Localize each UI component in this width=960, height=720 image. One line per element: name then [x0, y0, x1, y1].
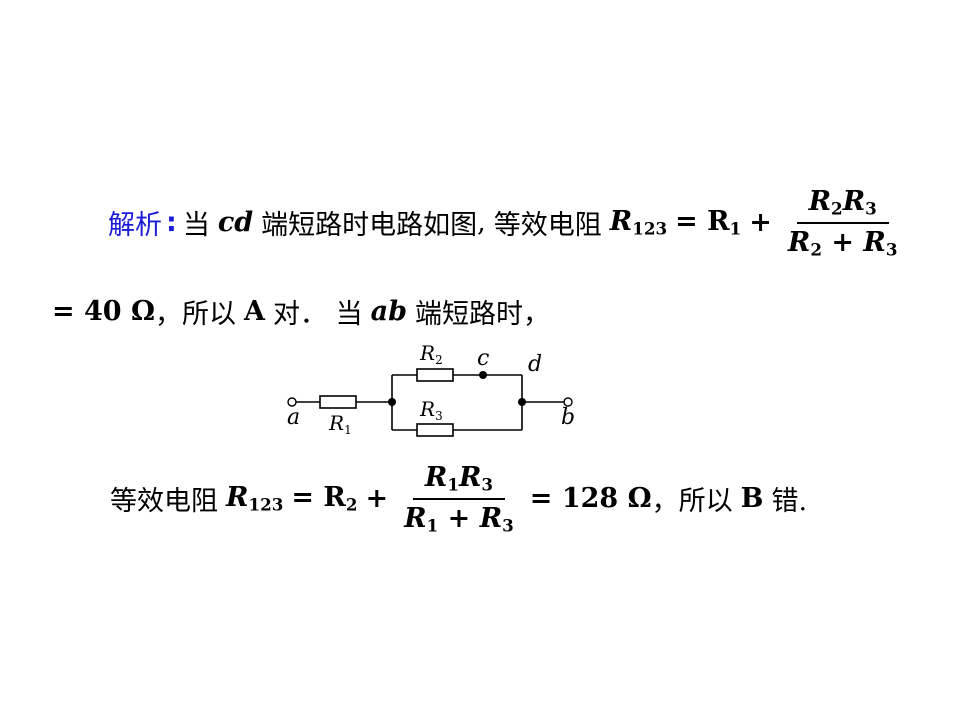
text-correct-when: 对． 当: [272, 299, 363, 330]
text-equivalent-resistance: 等效电阻: [493, 210, 602, 242]
text-when: 当: [182, 210, 210, 242]
letter-a: A: [244, 296, 265, 327]
text-so-2: ，所以: [651, 486, 733, 518]
fraction-r1r3: R1R3 R1 + R3: [392, 462, 526, 535]
value-40-ohm: = 40 Ω: [52, 296, 156, 327]
resistance-r123-2: R123: [226, 482, 284, 515]
solution-label: 解析: [108, 210, 162, 242]
solution-line-1: 解析 : 当 cd 端短路时电路如图 , 等效电阻 R123 = R1 + R2…: [108, 186, 914, 259]
label-r2: R2: [419, 341, 443, 367]
equals-r1: = R1: [675, 206, 742, 239]
equals-r2: = R2: [291, 482, 358, 515]
var-cd: cd: [217, 207, 254, 239]
label-r3: R3: [419, 397, 443, 423]
resistor-r2: [416, 368, 454, 382]
solution-line-2: = 40 Ω ，所以 A 对． 当 ab 端短路时，: [52, 292, 550, 331]
fraction-r2r3: R2R3 R2 + R3: [776, 186, 910, 259]
text-equivalent-resistance-2: 等效电阻: [110, 486, 218, 518]
resistance-r123: R123: [609, 206, 668, 239]
circuit-diagram: a b c d R1 R2 R3: [287, 341, 575, 437]
fraction-numerator: R2R3: [796, 186, 889, 224]
label-c: c: [477, 346, 489, 371]
plus-sign-2: +: [365, 483, 389, 515]
text-short-circuit: 端短路时电路如图: [261, 210, 478, 242]
var-ab: ab: [370, 296, 407, 327]
fraction-denominator-2: R1 + R3: [404, 502, 514, 536]
node-right: [518, 398, 526, 406]
text-so: ，所以: [155, 299, 237, 330]
node-left: [388, 398, 396, 406]
terminal-b: [563, 397, 573, 407]
text-comma: ,: [477, 207, 486, 239]
text-wrong: 错.: [771, 486, 808, 518]
plus-sign: +: [749, 207, 772, 239]
value-128-ohm: = 128 Ω: [529, 483, 652, 515]
label-b: b: [561, 405, 575, 430]
resistor-r1: [319, 395, 357, 409]
label-a: a: [287, 405, 300, 430]
letter-b: B: [740, 483, 764, 515]
text-short-circuit-2: 端短路时，: [414, 299, 550, 330]
label-d: d: [528, 352, 542, 377]
solution-label-colon: :: [166, 207, 177, 239]
fraction-numerator-2: R1R3: [412, 462, 506, 500]
resistor-r3: [416, 423, 454, 437]
node-c: [479, 371, 487, 379]
terminal-a: [287, 397, 297, 407]
label-r1: R1: [328, 411, 352, 437]
fraction-denominator: R2 + R3: [787, 226, 898, 260]
solution-line-3: 等效电阻 R123 = R2 + R1R3 R1 + R3 = 128 Ω ，所…: [110, 462, 807, 535]
